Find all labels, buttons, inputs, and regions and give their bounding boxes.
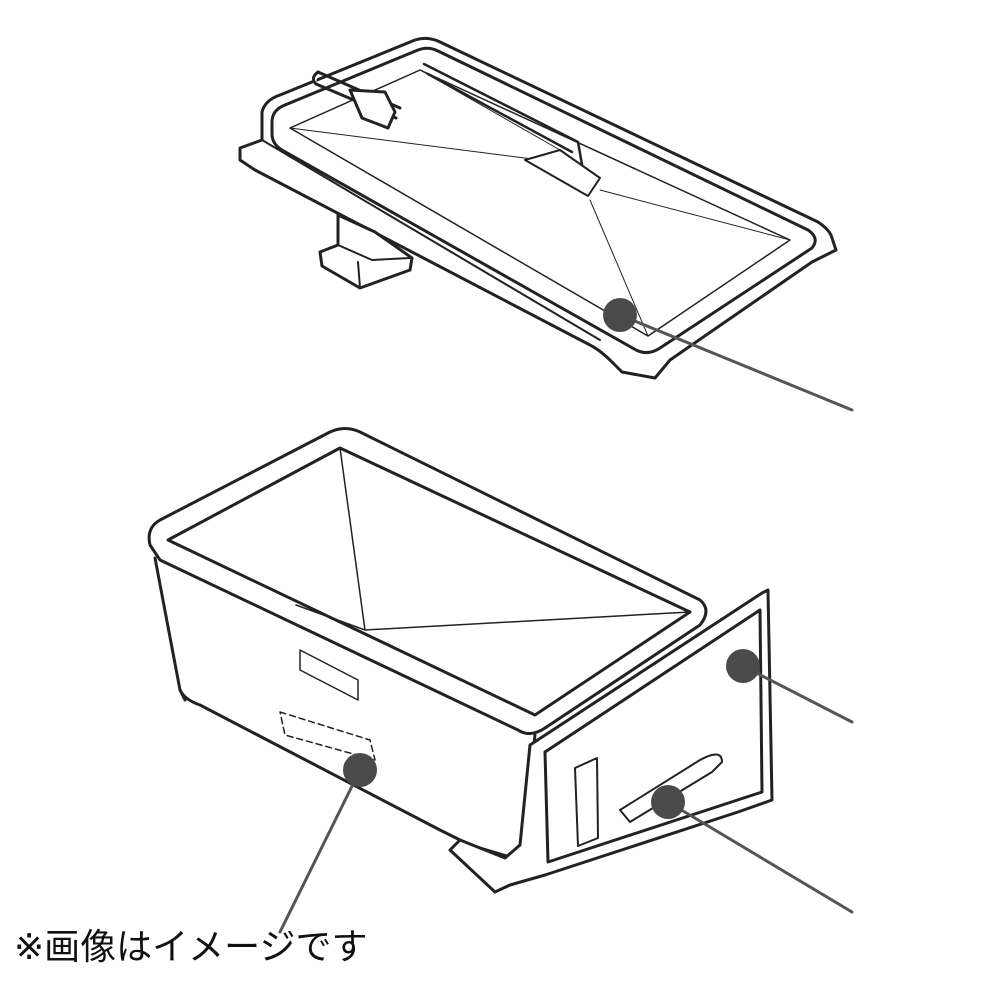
callout-drawer-front — [726, 649, 854, 724]
callout-box-side — [278, 753, 377, 934]
drawer-box — [147, 427, 774, 894]
callout-dot — [726, 649, 760, 683]
image-disclaimer-caption: ※画像はイメージです — [14, 927, 368, 968]
callout-dot — [651, 785, 685, 819]
callout-dot — [343, 753, 377, 787]
lid — [238, 36, 838, 380]
callout-lid — [603, 298, 854, 412]
callout-dot — [603, 298, 637, 332]
callout-handle — [651, 785, 854, 914]
